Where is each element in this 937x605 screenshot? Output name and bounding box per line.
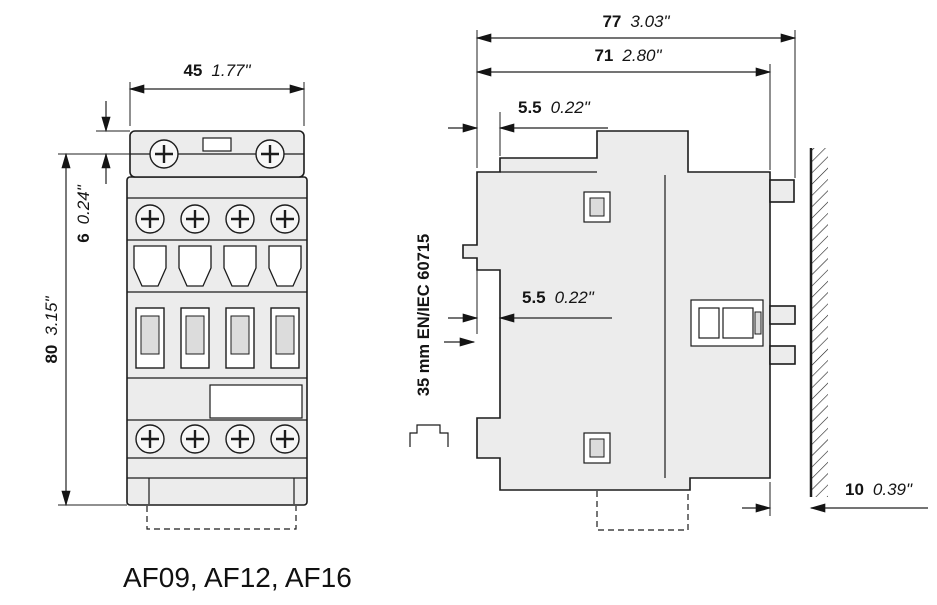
mounting-screw-icon: [254, 138, 286, 170]
dim-clearance-inch: 0.39": [873, 480, 913, 499]
dim-depth-body-mm: 71: [594, 46, 613, 65]
product-title: AF09, AF12, AF16: [123, 562, 352, 593]
terminal-screw-icon: [269, 423, 301, 455]
side-dimensions: 77 3.03" 71 2.80" 5.5 0.22" 5.5 0.22" 10 0.39…: [448, 12, 928, 516]
dim-front-top-offset-label: 6 0.24": [74, 184, 93, 243]
dim-clearance-label: 10 0.39": [845, 480, 913, 499]
dim-depth-body-inch: 2.80": [621, 46, 662, 65]
contactor-side-body: [462, 130, 771, 491]
dim-depth-overall-label: 77 3.03": [602, 12, 670, 31]
terminal-screw-icon: [134, 423, 166, 455]
wall-hatch: [812, 148, 828, 497]
dim-front-height-mm: 80: [42, 345, 61, 364]
dim-offset-top-inch: 0.22": [551, 98, 591, 117]
dim-front-width-label: 45 1.77": [183, 61, 251, 80]
terminal-funnel: [133, 245, 167, 287]
front-latch: [690, 299, 764, 347]
terminal-screw-icon: [179, 423, 211, 455]
dim-depth-overall-mm: 77: [602, 12, 621, 31]
mounting-screw-icon: [148, 138, 180, 170]
terminal-screw-icon: [134, 203, 166, 235]
front-tab-mid1: [769, 305, 796, 325]
dim-front-top-offset-mm: 6: [74, 233, 93, 242]
terminal-screw-icon: [269, 203, 301, 235]
dim-clearance-mm: 10: [845, 480, 864, 499]
contact-window: [225, 307, 255, 369]
contact-window: [135, 307, 165, 369]
dim-offset-top-mm: 5.5: [518, 98, 542, 117]
front-tab-top: [769, 179, 795, 203]
front-dimensions: 45 1.77" 6 0.24" 80 3.15": [42, 61, 306, 507]
terminal-funnel: [178, 245, 212, 287]
terminal-screw-icon: [224, 423, 256, 455]
rating-label-plate: [209, 384, 303, 419]
dim-front-width-mm: 45: [183, 61, 202, 80]
dim-front-height-inch: 3.15": [42, 296, 61, 336]
dim-offset-top-label: 5.5 0.22": [518, 98, 591, 117]
din-clip-dashed-outline: [146, 506, 297, 530]
din-rail-symbol-icon: [409, 424, 449, 447]
side-hole-top: [583, 191, 611, 223]
dim-rail-depth-inch: 0.22": [555, 288, 595, 307]
dim-front-top-offset-inch: 0.24": [74, 184, 93, 224]
front-tab-mid2: [769, 345, 796, 365]
front-view: 45 1.77" 6 0.24" 80 3.15": [42, 61, 308, 530]
din-clip-dashed-outline: [596, 491, 689, 531]
dim-rail-depth-label: 5.5 0.22": [522, 288, 595, 307]
side-view: 35 mm EN/IEC 60715 77 3.03" 71 2.80" 5.5 0.…: [409, 12, 928, 531]
dim-depth-body-label: 71 2.80": [594, 46, 662, 65]
terminal-funnel: [223, 245, 257, 287]
side-hole-bottom: [583, 432, 611, 464]
terminal-screw-icon: [224, 203, 256, 235]
din-rail-label: 35 mm EN/IEC 60715: [415, 234, 433, 396]
dim-depth-overall-inch: 3.03": [630, 12, 670, 31]
dim-rail-depth-mm: 5.5: [522, 288, 546, 307]
flange-slot: [202, 137, 232, 152]
contact-window: [180, 307, 210, 369]
terminal-funnel: [268, 245, 302, 287]
contact-window: [270, 307, 300, 369]
mounting-wall: [809, 148, 828, 497]
terminal-screw-icon: [179, 203, 211, 235]
dim-front-width-inch: 1.77": [211, 61, 251, 80]
dim-front-height-label: 80 3.15": [42, 296, 61, 364]
